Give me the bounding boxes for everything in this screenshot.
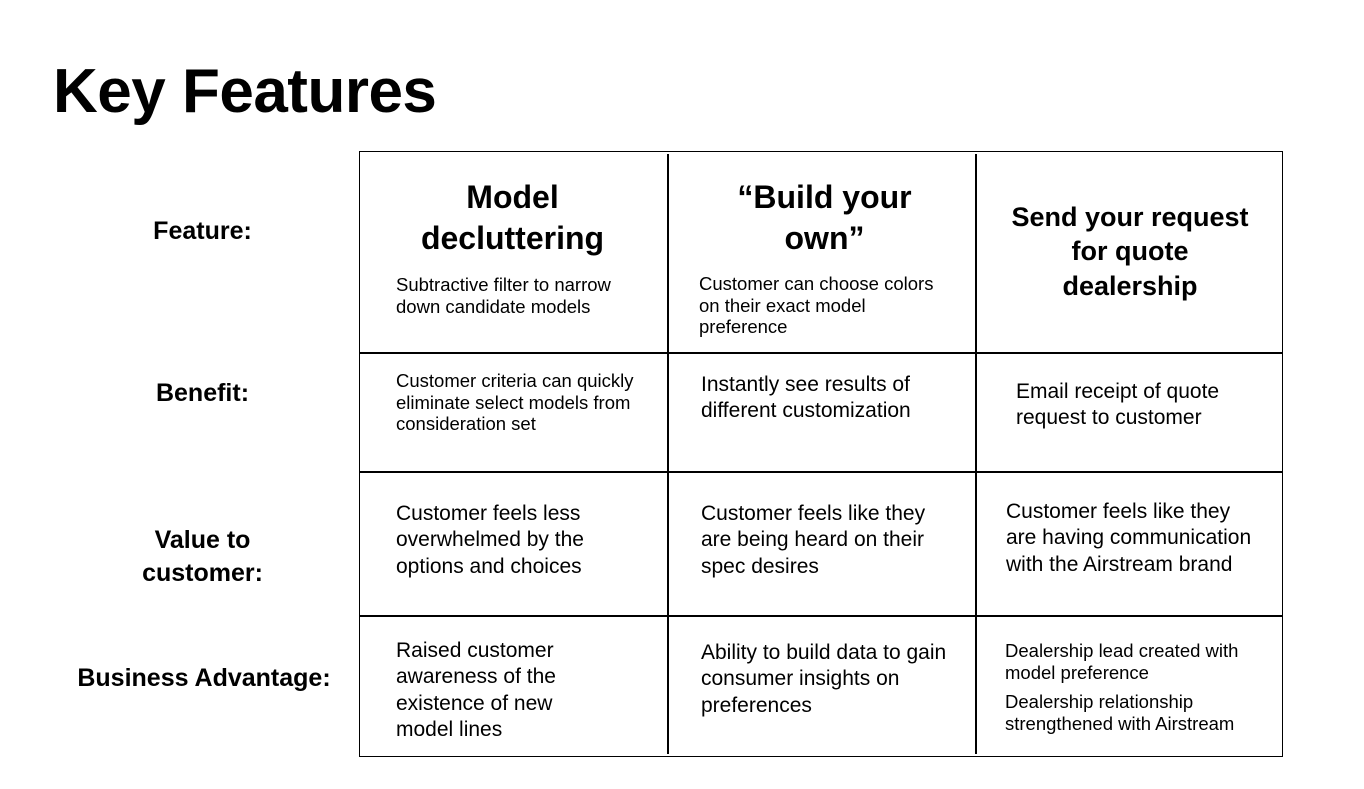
row-divider — [360, 615, 1282, 617]
business-advantage-text: Dealership lead created with model prefe… — [1005, 640, 1275, 735]
feature-title-model-decluttering: Model decluttering — [420, 179, 605, 256]
value-text: Customer feels like they are having comm… — [1006, 500, 1252, 576]
feature-description: Customer can choose colors on their exac… — [699, 273, 934, 338]
business-advantage-text: Ability to build data to gain consumer i… — [701, 640, 956, 719]
business-advantage-text: Raised customer awareness of the existen… — [396, 638, 611, 743]
row-divider — [360, 471, 1282, 473]
row-label-value-to-customer: Value to customer: — [142, 526, 263, 587]
column-divider — [667, 154, 669, 754]
value-text: Customer feels less overwhelmed by the o… — [396, 502, 584, 578]
business-advantage-item: Raised customer awareness of the existen… — [396, 639, 556, 741]
feature-title-send-request: Send your request for quote dealership — [1011, 202, 1249, 301]
business-advantage-item: Ability to build data to gain consumer i… — [701, 641, 947, 717]
feature-description: Subtractive filter to narrow down candid… — [396, 274, 611, 317]
row-divider — [360, 352, 1282, 354]
column-divider — [975, 154, 977, 754]
row-label-feature: Feature: — [153, 217, 252, 245]
page-title: Key Features — [53, 57, 437, 126]
benefit-text: Email receipt of quote request to custom… — [1016, 380, 1220, 430]
business-advantage-item: Dealership lead created with model prefe… — [1005, 640, 1239, 683]
benefit-text: Customer criteria can quickly eliminate … — [396, 370, 634, 435]
features-table: Model decluttering Subtractive filter to… — [359, 151, 1283, 757]
business-advantage-item: Dealership relationship strengthened wit… — [1005, 691, 1235, 734]
feature-title-build-your-own: “Build your own” — [737, 179, 912, 256]
row-label-benefit: Benefit: — [155, 379, 250, 407]
row-label-business-advantage: Business Advantage: — [77, 664, 331, 692]
value-text: Customer feels like they are being heard… — [701, 502, 926, 578]
benefit-text: Instantly see results of different custo… — [701, 373, 911, 423]
